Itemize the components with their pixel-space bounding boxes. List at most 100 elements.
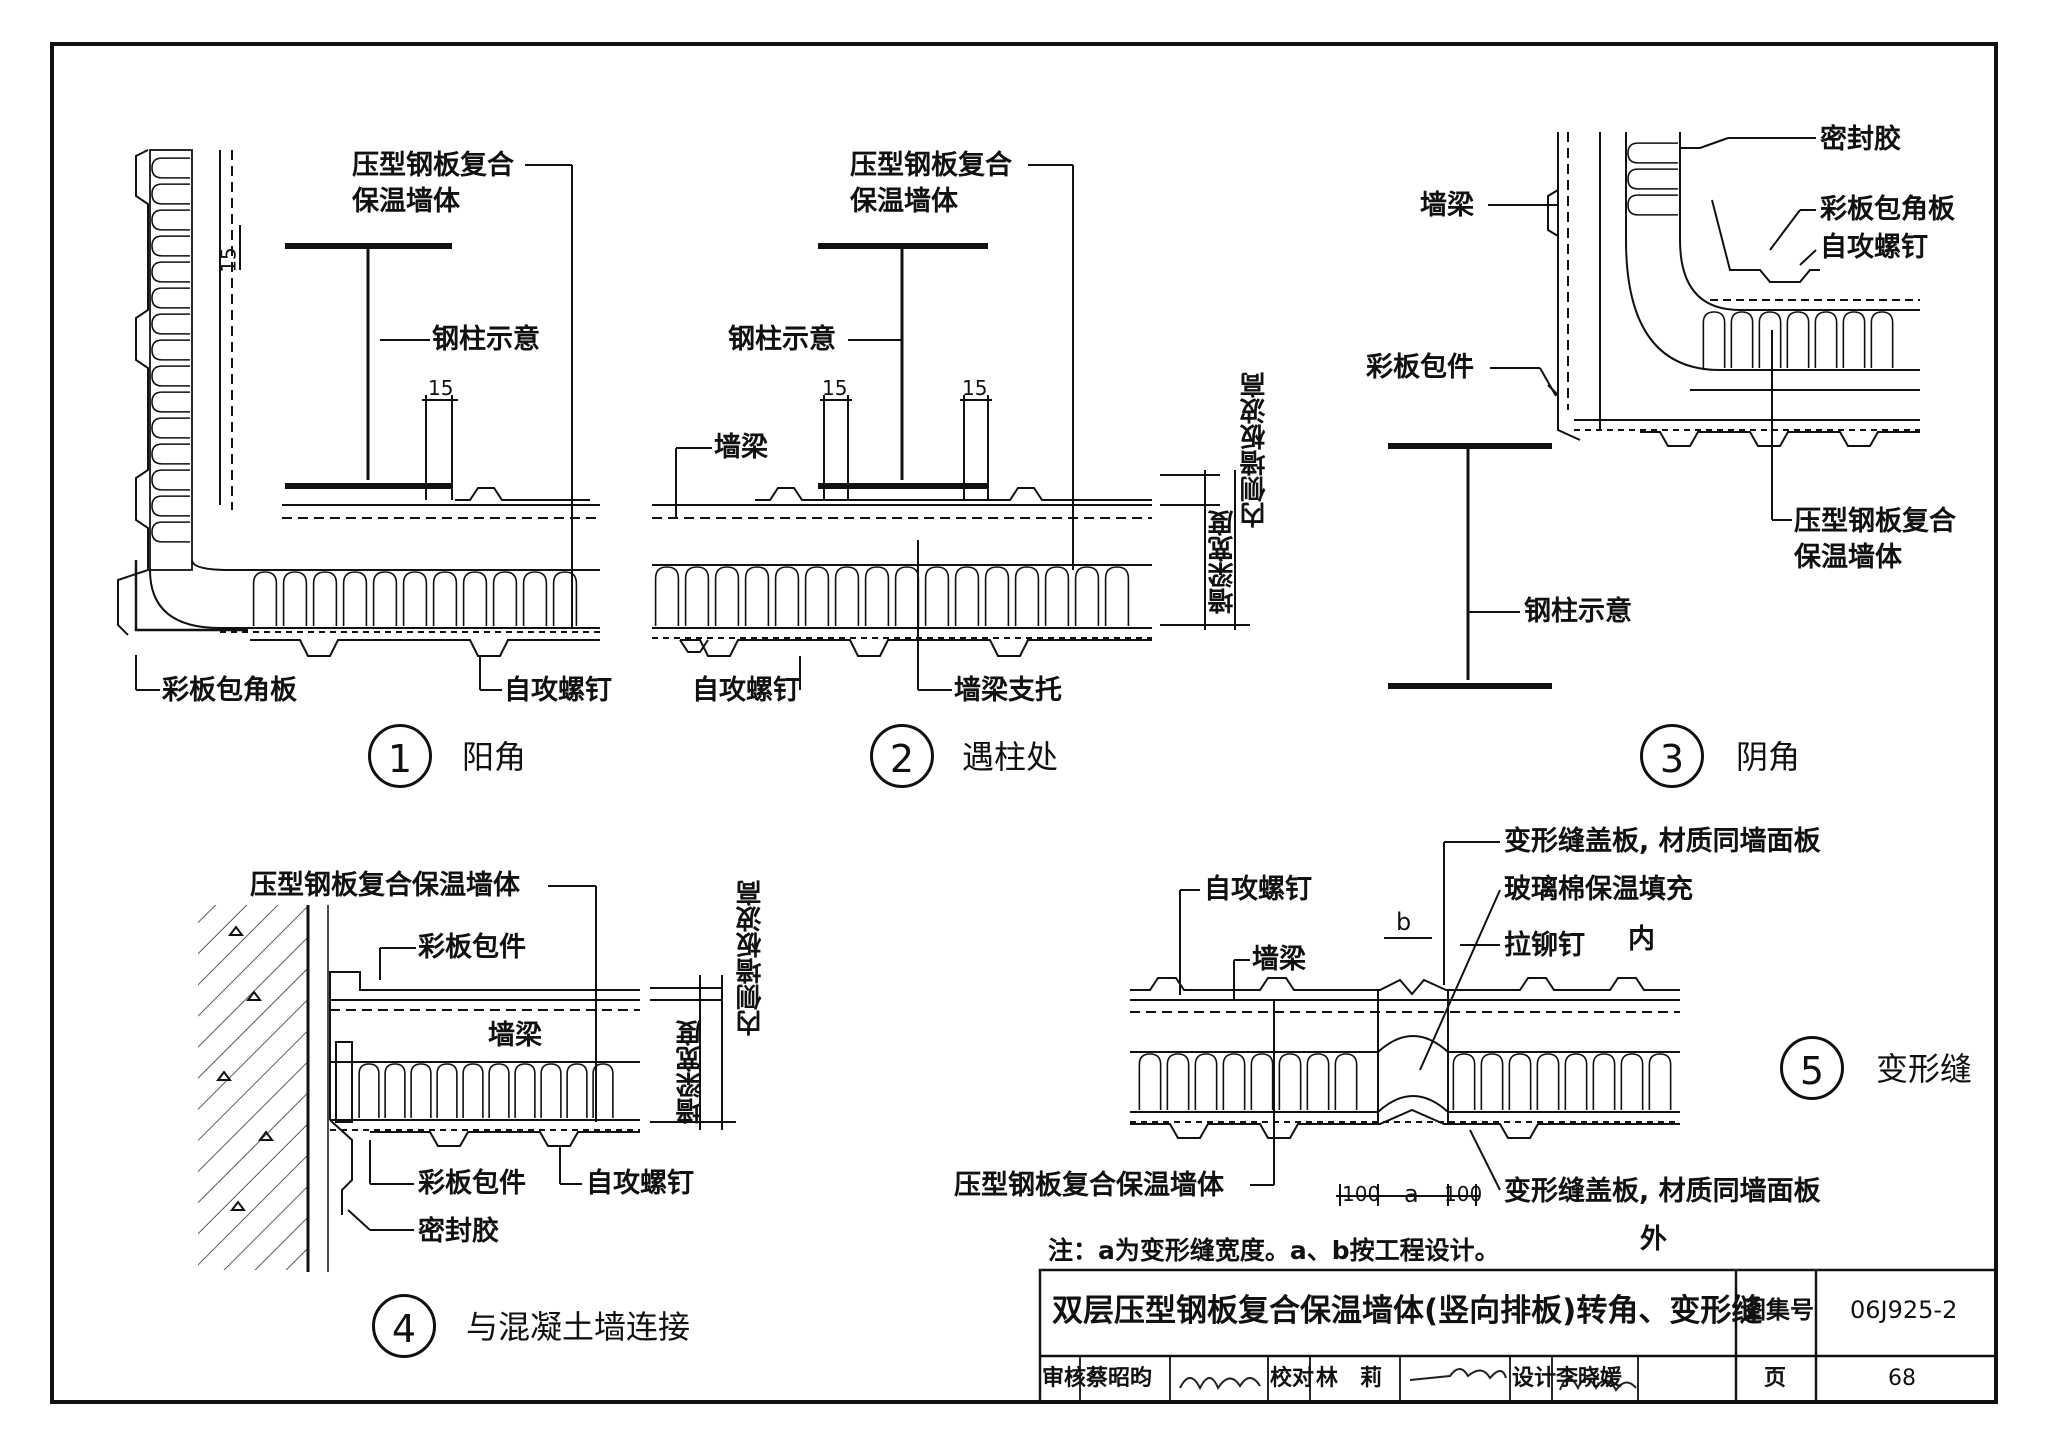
d5-glasswool-label: 玻璃棉保温填充 [1504, 874, 1693, 905]
d2-column-label: 钢柱示意 [728, 324, 836, 355]
d2-panel-label-line2: 保温墙体 [850, 186, 958, 217]
d4-beam-width-label: 墙梁宽度 [676, 1020, 706, 1124]
insulation-loop [151, 443, 190, 465]
insulation-loop [342, 571, 368, 626]
d3-panel-label-line1: 压型钢板复合 [1794, 506, 1956, 537]
d3-detail-number: 3 [1640, 724, 1704, 788]
insulation-loop [358, 1063, 380, 1118]
d1-corner-flashing-label: 彩板包角板 [162, 675, 297, 706]
title-block-design-label: 设计 [1512, 1366, 1557, 1391]
insulation-loop [1758, 311, 1782, 368]
insulation-loop [1250, 1053, 1274, 1110]
insulation-loop [540, 1063, 562, 1118]
detail-3-drawing [1388, 132, 1920, 689]
insulation-loop [514, 1063, 536, 1118]
insulation-loop [151, 261, 190, 283]
insulation-loop [1702, 311, 1726, 368]
d5-panel-label: 压型钢板复合保温墙体 [954, 1170, 1224, 1201]
insulation-loop [954, 566, 980, 626]
d1-dim-horizontal: 15 [428, 376, 454, 400]
d5-dim-b: b [1396, 908, 1412, 936]
d3-beam-label: 墙梁 [1420, 190, 1474, 221]
d5-outside-label: 外 [1640, 1224, 1667, 1255]
title-block-checker: 林 莉 [1316, 1366, 1383, 1391]
d1-panel-label-line2: 保温墙体 [352, 186, 460, 217]
insulation-loop [1194, 1053, 1218, 1110]
insulation-loop [151, 313, 190, 335]
d2-panel-label-line1: 压型钢板复合 [850, 150, 1012, 181]
d5-cover-bottom-label: 变形缝盖板, 材质同墙面板 [1504, 1176, 1821, 1207]
insulation-loop [462, 1063, 484, 1118]
insulation-loop [372, 571, 398, 626]
detail-2-insulation-waves [654, 566, 1130, 626]
d4-screw-label: 自攻螺钉 [586, 1168, 694, 1199]
insulation-loop [410, 1063, 432, 1118]
insulation-loop [151, 391, 190, 413]
d3-screw-label: 自攻螺钉 [1820, 232, 1928, 263]
insulation-loop [436, 1063, 458, 1118]
insulation-loop [151, 209, 190, 231]
insulation-loop [151, 495, 190, 517]
insulation-loop [1452, 1053, 1476, 1110]
insulation-loop [1074, 566, 1100, 626]
detail-5-insulation-waves [1138, 1053, 1672, 1110]
insulation-loop [151, 287, 190, 309]
insulation-loop [744, 566, 770, 626]
sheet-border [50, 42, 1998, 1404]
insulation-loop [1730, 311, 1754, 368]
insulation-loop [1786, 311, 1810, 368]
title-block-review-label: 审核 [1042, 1366, 1087, 1391]
insulation-loop [151, 417, 190, 439]
insulation-loop [312, 571, 338, 626]
insulation-loop [522, 571, 548, 626]
insulation-loop [654, 566, 680, 626]
d3-panel-label-line2: 保温墙体 [1794, 542, 1902, 573]
detail-3-insulation-waves [1627, 142, 1894, 368]
d5-cover-top-label: 变形缝盖板, 材质同墙面板 [1504, 826, 1821, 857]
insulation-loop [1508, 1053, 1532, 1110]
d2-beam-width-label: 墙梁宽度 [1208, 510, 1238, 614]
insulation-loop [1564, 1053, 1588, 1110]
d2-beam-label: 墙梁 [714, 432, 768, 463]
d2-wave-height-label: 内侧墙板波高 [1240, 372, 1270, 528]
d3-corner-flashing-label: 彩板包角板 [1820, 194, 1955, 225]
insulation-loop [462, 571, 488, 626]
insulation-loop [151, 183, 190, 205]
insulation-loop [1814, 311, 1838, 368]
insulation-loop [1222, 1053, 1246, 1110]
title-block-title: 双层压型钢板复合保温墙体(竖向排板)转角、变形缝 [1052, 1293, 1763, 1329]
insulation-loop [804, 566, 830, 626]
d2-detail-number: 2 [870, 724, 934, 788]
d5-dim-a: a [1404, 1180, 1419, 1208]
title-block-designer: 李晓媛 [1556, 1366, 1623, 1391]
insulation-loop [151, 235, 190, 257]
d3-detail-title: 阴角 [1736, 738, 1801, 776]
insulation-loop [714, 566, 740, 626]
d5-inside-label: 内 [1628, 924, 1655, 955]
insulation-loop [552, 571, 578, 626]
detail-4-drawing [198, 885, 736, 1272]
d4-sealant-label: 密封胶 [418, 1216, 499, 1247]
insulation-loop [1842, 311, 1866, 368]
insulation-loop [984, 566, 1010, 626]
insulation-loop [1536, 1053, 1560, 1110]
detail-5-drawing [1130, 841, 1680, 1206]
d3-sealant-label: 密封胶 [1820, 124, 1901, 155]
detail-2-drawing [652, 164, 1250, 691]
d4-beam-label: 墙梁 [488, 1020, 542, 1051]
d3-flashing-label: 彩板包件 [1366, 352, 1474, 383]
insulation-loop [566, 1063, 588, 1118]
d1-screw-label: 自攻螺钉 [504, 675, 612, 706]
insulation-loop [1334, 1053, 1358, 1110]
insulation-loop [1592, 1053, 1616, 1110]
d1-column-label: 钢柱示意 [432, 324, 540, 355]
d1-panel-label-line1: 压型钢板复合 [352, 150, 514, 181]
insulation-loop [488, 1063, 510, 1118]
d1-detail-number: 1 [368, 724, 432, 788]
d1-detail-title: 阳角 [462, 738, 527, 776]
insulation-loop [834, 566, 860, 626]
insulation-loop [1627, 194, 1678, 216]
d5-dim-100-right: 100 [1444, 1182, 1483, 1206]
d2-dim-right: 15 [962, 376, 988, 400]
